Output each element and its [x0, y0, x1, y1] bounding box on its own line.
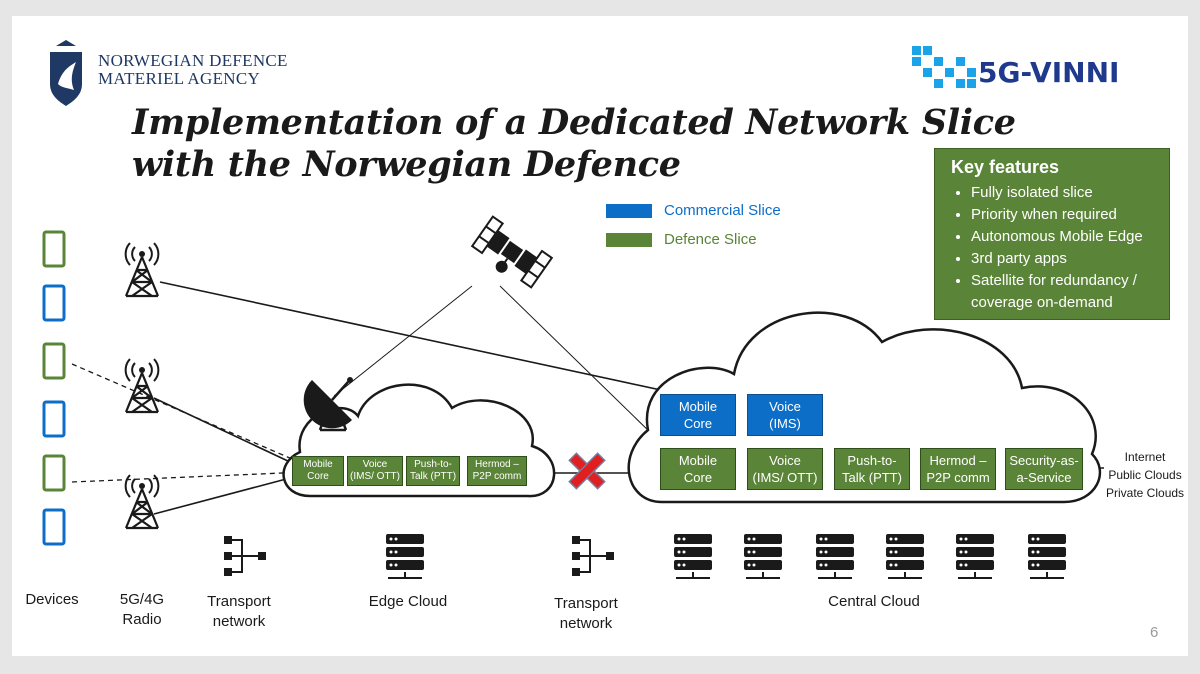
key-feature-item: Fully isolated slice [971, 182, 1159, 204]
edge-ptt-box: Push-to-Talk (PTT) [406, 456, 460, 486]
phone-icon [42, 454, 66, 492]
radio-towers [124, 242, 160, 530]
vinni-logo-text: 5G-VINNI [978, 56, 1119, 89]
key-features-heading: Key features [951, 157, 1060, 177]
servers [386, 534, 1066, 579]
key-feature-item: Priority when required [971, 204, 1159, 226]
radio-tower-icon [124, 242, 160, 298]
vinni-logo-icon [912, 46, 976, 88]
server-icon [886, 534, 924, 579]
satellite-to-central-line [499, 285, 655, 437]
central-commercial-voice-box: Voice(IMS) [747, 394, 823, 436]
edge-hermod-box: Hermod –P2P comm [467, 456, 527, 486]
satellite-icon [470, 215, 554, 289]
central-defence-ptt-box: Push-to-Talk (PTT) [834, 448, 910, 490]
slide: { "header": { "org_line1": "NORWEGIAN DE… [12, 16, 1188, 656]
label-central-cloud: Central Cloud [828, 593, 920, 610]
phone-icon [42, 400, 66, 438]
phone-icon [42, 342, 66, 380]
label-edge-cloud: Edge Cloud [368, 593, 448, 610]
legend-defence-label: Defence Slice [664, 231, 757, 248]
label-devices: Devices [25, 591, 79, 608]
phone-icon [42, 230, 66, 268]
key-feature-item: Autonomous Mobile Edge [971, 226, 1159, 248]
server-icon [674, 534, 712, 579]
radio-tower-icon [124, 474, 160, 530]
page-title: Implementation of a Dedicated Network Sl… [132, 102, 1016, 186]
server-icon [386, 534, 424, 579]
legend-defence: Defence Slice [606, 231, 781, 248]
org-emblem-icon [50, 40, 82, 106]
device-dashed-link-2 [71, 471, 307, 483]
server-icon [956, 534, 994, 579]
phone-icon [42, 284, 66, 322]
link-failure-cross-icon [568, 452, 606, 490]
legend-commercial: Commercial Slice [606, 202, 781, 219]
server-icon [1028, 534, 1066, 579]
key-feature-item: Satellite for redundancy / coverage on-d… [971, 270, 1159, 314]
legend-defence-swatch [606, 232, 652, 247]
central-defence-voice-box: Voice(IMS/ OTT) [747, 448, 823, 490]
org-name: NORWEGIAN DEFENCE MATERIEL AGENCY [98, 52, 288, 88]
org-name-line2: MATERIEL AGENCY [98, 69, 261, 88]
title-line2: with the Norwegian Defence [132, 144, 681, 185]
title-line1: Implementation of a Dedicated Network Sl… [132, 102, 1016, 143]
satellite-dish-icon [303, 377, 353, 432]
legend-commercial-label: Commercial Slice [664, 202, 781, 219]
phone-icon [42, 508, 66, 546]
legend-commercial-swatch [606, 203, 652, 218]
server-icon [744, 534, 782, 579]
legend: Commercial Slice Defence Slice [606, 202, 781, 248]
key-feature-item: 3rd party apps [971, 248, 1159, 270]
external-private-clouds: Private Clouds [1106, 486, 1185, 500]
external-public-clouds: Public Clouds [1108, 468, 1182, 482]
org-name-line1: NORWEGIAN DEFENCE [98, 51, 288, 70]
edge-dish-to-satellite-line [333, 285, 473, 397]
radio-tower-icon [124, 358, 160, 414]
device-dashed-link-1 [71, 363, 307, 466]
server-icon [816, 534, 854, 579]
radio2-to-edge-line [153, 397, 291, 463]
transport-network-icon-2 [572, 536, 614, 576]
radio3-to-edge-line [153, 477, 291, 515]
page-number: 6 [1150, 624, 1159, 641]
edge-voice-box: Voice(IMS/ OTT) [347, 456, 403, 486]
key-features-box: Key features Fully isolated slice Priori… [934, 148, 1170, 320]
external-networks: Internet Public Clouds Private Clouds [1106, 448, 1184, 502]
external-internet: Internet [1124, 450, 1166, 464]
devices [42, 230, 66, 546]
central-defence-security-box: Security-as-a-Service [1005, 448, 1083, 490]
central-defence-hermod-box: Hermod –P2P comm [920, 448, 996, 490]
key-features-list: Fully isolated slice Priority when requi… [951, 182, 1159, 314]
transport-network-icon-1 [224, 536, 266, 576]
